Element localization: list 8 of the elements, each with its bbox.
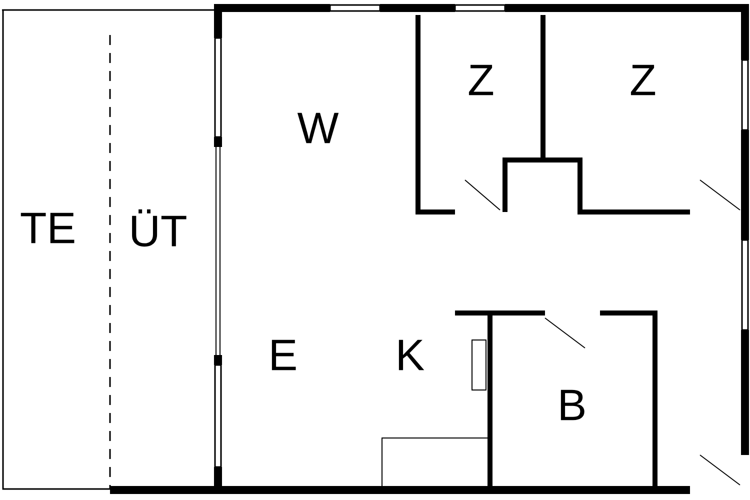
room-label: W bbox=[297, 112, 339, 144]
room-label: B bbox=[560, 390, 584, 420]
room-label: K bbox=[398, 340, 424, 370]
room-label: ÜT bbox=[132, 209, 186, 247]
room-label: Z bbox=[468, 64, 494, 96]
room-label: Z bbox=[630, 64, 656, 96]
room-label: E bbox=[272, 340, 296, 370]
room-label: TE bbox=[20, 212, 74, 244]
